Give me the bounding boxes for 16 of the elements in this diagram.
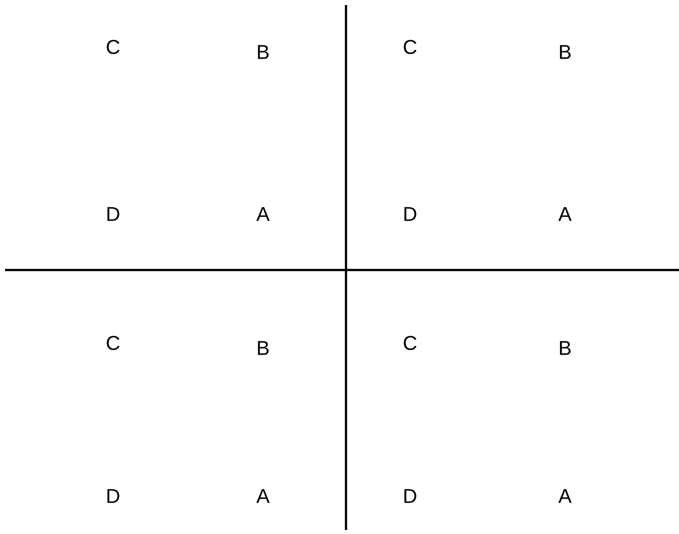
quadrant-letter: D [404, 489, 416, 503]
quadrant-letter: A [256, 489, 270, 503]
quadrant-letter: A [256, 207, 270, 221]
quadrant-letter: C [404, 336, 416, 350]
quadrant-letter: C [106, 336, 120, 350]
quadrant-letter: B [258, 45, 269, 59]
quadrant-letter: D [404, 207, 416, 221]
quadrant-letter: A [558, 489, 572, 503]
quadrant-letter: D [107, 207, 120, 221]
quadrant-letter: C [106, 40, 120, 54]
quadrant-letter: B [560, 45, 571, 59]
quadrant-letter: A [558, 207, 572, 221]
quadrant-letter: C [404, 40, 416, 54]
quadrant-letter: D [107, 489, 120, 503]
quadrant-letter: B [258, 341, 269, 355]
quadrant-letter: B [560, 341, 571, 355]
